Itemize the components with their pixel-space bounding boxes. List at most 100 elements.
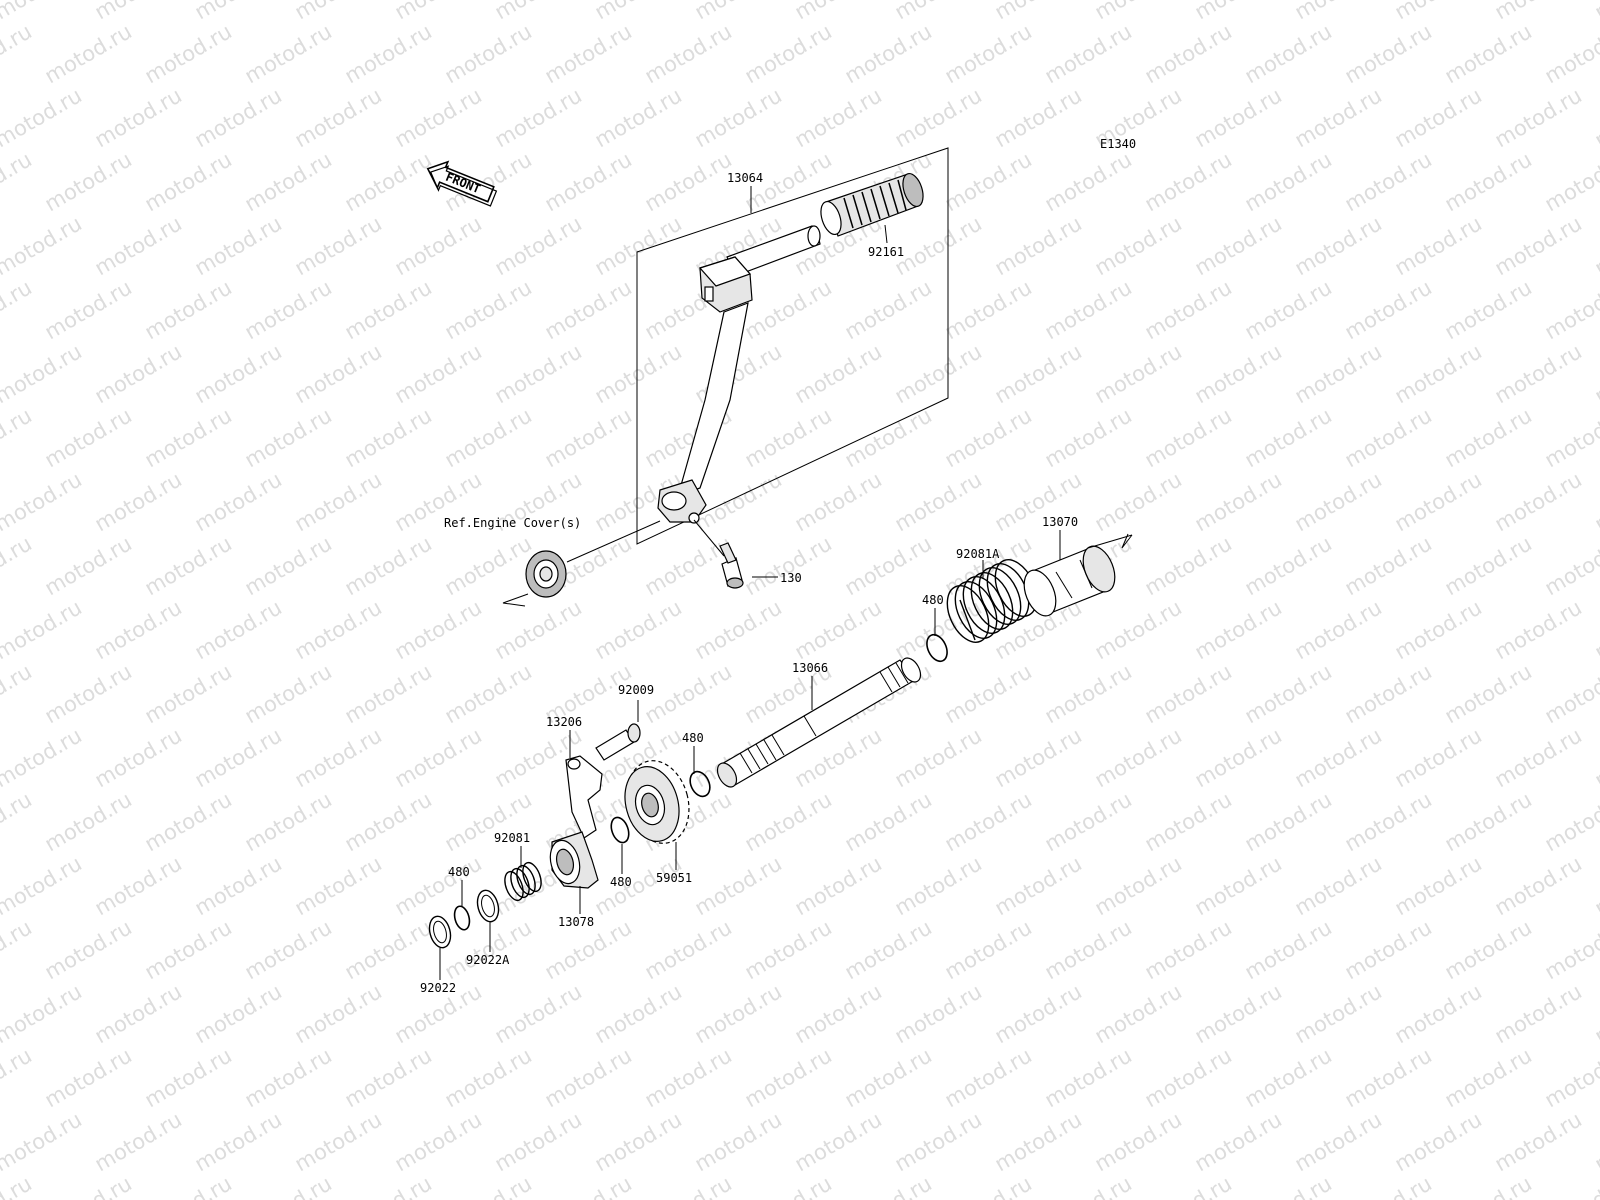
watermark-text: motod.ru [891,1107,986,1176]
watermark-text: motod.ru [1341,403,1436,472]
watermark-text: motod.ru [1291,211,1386,280]
watermark-text: motod.ru [1591,979,1600,1048]
watermark-text: motod.ru [1591,723,1600,792]
watermark-text: motod.ru [1191,83,1286,152]
watermark-text: motod.ru [1091,979,1186,1048]
callout-92081a: 92081A [956,547,1000,561]
watermark-text: motod.ru [341,403,436,472]
watermark-text: motod.ru [941,19,1036,88]
watermark-text: motod.ru [241,1171,336,1200]
watermark-text: motod.ru [91,339,186,408]
watermark-text: motod.ru [591,339,686,408]
watermark-text: motod.ru [391,0,486,24]
watermark-text: motod.ru [91,1107,186,1176]
watermark-text: motod.ru [441,1171,536,1200]
watermark-text: motod.ru [1391,595,1486,664]
watermark-text: motod.ru [1091,723,1186,792]
watermark-text: motod.ru [341,787,436,856]
callout-59051: 59051 [656,871,692,885]
watermark-text: motod.ru [241,1043,336,1112]
watermark-text: motod.ru [1441,19,1536,88]
watermark-text: motod.ru [1141,659,1236,728]
watermark-text: motod.ru [1341,659,1436,728]
watermark-text: motod.ru [1441,787,1536,856]
watermark-text: motod.ru [841,275,936,344]
watermark-text: motod.ru [91,595,186,664]
watermark-text: motod.ru [0,723,86,792]
watermark-text: motod.ru [991,1107,1086,1176]
watermark-text: motod.ru [1041,403,1136,472]
watermark-text: motod.ru [0,0,86,24]
watermark-text: motod.ru [391,211,486,280]
callout-480-shaft: 480 [682,731,704,745]
watermark-text: motod.ru [1041,787,1136,856]
watermark-text: motod.ru [1241,531,1336,600]
watermark-text: motod.ru [1341,1171,1436,1200]
watermark-text: motod.ru [1541,147,1600,216]
watermark-text: motod.ru [1441,659,1536,728]
watermark-text: motod.ru [1391,851,1486,920]
watermark-text: motod.ru [791,595,886,664]
watermark-text: motod.ru [191,723,286,792]
watermark-text: motod.ru [991,211,1086,280]
pedal-rubber [820,172,924,237]
watermark-text: motod.ru [141,787,236,856]
watermark-text: motod.ru [1391,0,1486,24]
watermark-text: motod.ru [1041,19,1136,88]
watermark-text: motod.ru [791,83,886,152]
watermark-text: motod.ru [1141,1043,1236,1112]
watermark-text: motod.ru [291,83,386,152]
watermark-text: motod.ru [0,979,86,1048]
watermark-text: motod.ru [391,83,486,152]
watermark-text: motod.ru [1191,723,1286,792]
leader-lines [439,186,1061,980]
watermark-text: motod.ru [1391,83,1486,152]
watermark-text: motod.ru [991,339,1086,408]
watermark-text: motod.ru [341,659,436,728]
watermark-text: motod.ru [491,339,586,408]
watermark-text: motod.ru [241,147,336,216]
watermark-text: motod.ru [241,915,336,984]
watermark-text: motod.ru [1541,1043,1600,1112]
watermark-text: motod.ru [691,0,786,24]
watermark-text: motod.ru [41,531,136,600]
oil-seal [525,550,567,598]
watermark-text: motod.ru [491,211,586,280]
watermark-text: motod.ru [1241,1043,1336,1112]
watermark-text: motod.ru [641,1171,736,1200]
watermark-text: motod.ru [741,1043,836,1112]
watermark-text: motod.ru [141,147,236,216]
watermark-text: motod.ru [1391,339,1486,408]
watermark-text: motod.ru [741,1171,836,1200]
watermark-text: motod.ru [1341,1043,1436,1112]
watermark-text: motod.ru [1191,851,1286,920]
watermark-text: motod.ru [1441,147,1536,216]
watermark-text: motod.ru [791,851,886,920]
watermark-text: motod.ru [641,19,736,88]
watermark-text: motod.ru [941,787,1036,856]
watermark-text: motod.ru [1191,979,1286,1048]
watermark-text: motod.ru [0,83,86,152]
watermark-text: motod.ru [441,403,536,472]
watermark-text: motod.ru [191,467,286,536]
watermark-text: motod.ru [891,851,986,920]
watermark-text: motod.ru [391,339,486,408]
watermark-text: motod.ru [291,851,386,920]
watermark-text: motod.ru [1341,915,1436,984]
watermark-text: motod.ru [1591,83,1600,152]
watermark-text: motod.ru [1041,915,1136,984]
watermark-text: motod.ru [291,0,386,24]
watermark-text: motod.ru [1291,339,1386,408]
kick-shaft [716,657,922,788]
watermark-text: motod.ru [191,851,286,920]
watermark-text: motod.ru [191,211,286,280]
washer-92022a [476,889,500,923]
watermark-text: motod.ru [1391,211,1486,280]
watermark-text: motod.ru [0,851,86,920]
watermark-text: motod.ru [1091,0,1186,24]
watermark-text: motod.ru [741,19,836,88]
watermark-text: motod.ru [991,723,1086,792]
watermark-text: motod.ru [1241,787,1336,856]
watermark-text: motod.ru [1541,787,1600,856]
watermark-text: motod.ru [841,1171,936,1200]
